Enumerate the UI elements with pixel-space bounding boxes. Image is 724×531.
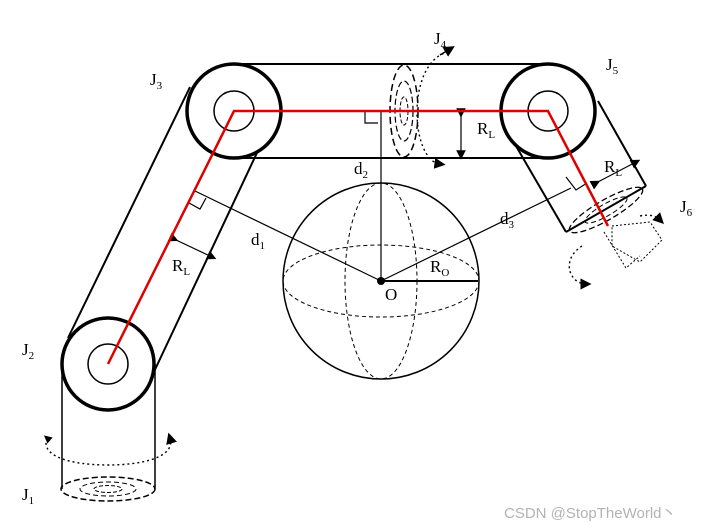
right-angle-marker-d2 <box>364 111 378 124</box>
label-j1: J1 <box>22 485 34 507</box>
j6-end-effector <box>603 221 663 269</box>
base-cylinder <box>60 364 156 502</box>
label-rl-top: RL <box>477 119 495 141</box>
right-angle-marker-d1 <box>188 197 207 210</box>
j1-rotation-arrowhead-icon <box>43 435 53 444</box>
j4-rotation-arrowhead-icon <box>439 46 455 57</box>
label-d2: d2 <box>354 159 368 181</box>
label-j5: J5 <box>606 55 619 77</box>
watermark-text: CSDN @StopTheWorld丶 <box>504 505 677 522</box>
kinematic-axis-line <box>106 109 610 365</box>
label-ro: RO <box>430 257 449 279</box>
rl-dimension-left <box>167 232 217 260</box>
label-j3: J3 <box>150 70 163 92</box>
label-j6: J6 <box>680 197 693 219</box>
top-link <box>236 63 548 159</box>
label-j2: J2 <box>22 340 34 362</box>
j1-rotation-arrow-icon <box>45 432 177 466</box>
j6-rotation-arrow-top-icon <box>639 212 664 224</box>
label-d3: d3 <box>500 209 515 231</box>
distance-line-d1 <box>194 190 382 282</box>
label-rl-left: RL <box>172 256 190 278</box>
label-rl-right: RL <box>604 157 622 179</box>
j6-rotation-arrow-icon <box>568 245 592 290</box>
rl-dimension-right <box>589 159 641 190</box>
distance-lines <box>188 111 588 282</box>
right-angle-marker-d3 <box>565 176 588 191</box>
label-j4: J4 <box>434 29 447 51</box>
j4-rotation-arrow-icon <box>416 51 449 169</box>
distance-line-d3 <box>380 187 572 282</box>
label-center-o: O <box>385 285 397 304</box>
label-d1: d1 <box>251 230 265 252</box>
